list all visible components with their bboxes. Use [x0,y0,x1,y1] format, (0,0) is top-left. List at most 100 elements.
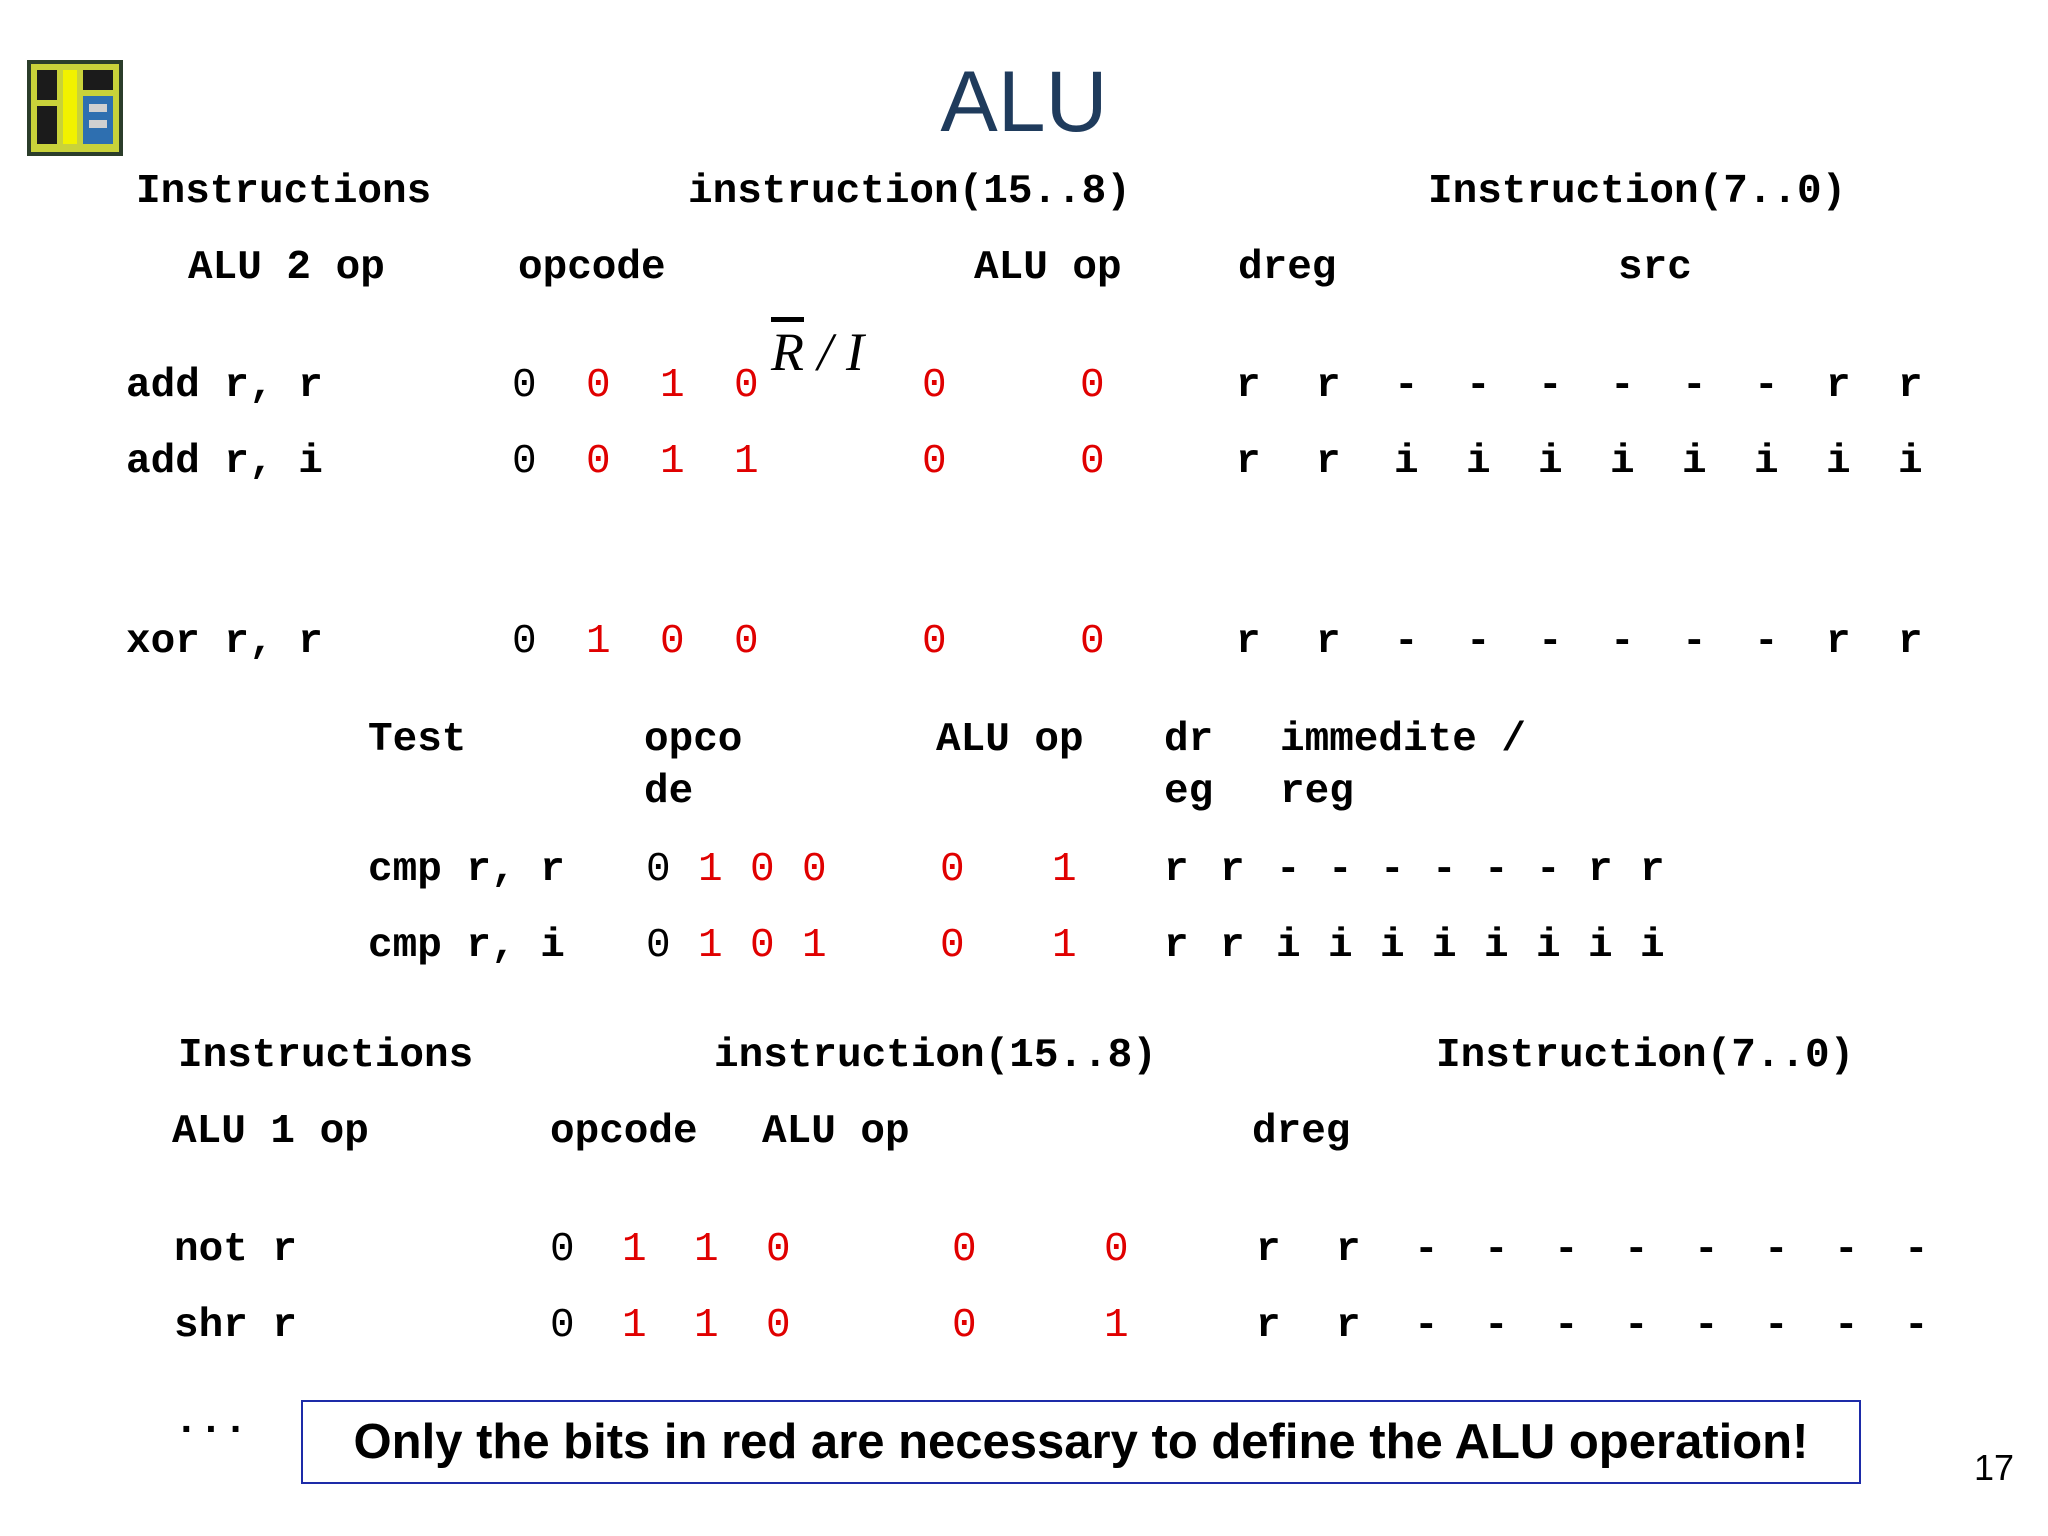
alu2-row-0-bit-4: - [1610,363,1635,409]
test-row-1-bit-14: 1 [698,923,723,969]
alu1-header-high-byte: instruction(15..8) [714,1033,1157,1079]
alu2-row-1-label: add r, i [126,439,323,485]
alu2-row-0-bit-0: r [1898,363,1923,409]
test-row-1-bit-5: i [1380,923,1405,969]
alu2-row-1-bit-10: 0 [1080,439,1105,485]
test-row-0-bit-2: - [1536,847,1561,893]
alu1-row-0-bit-2: - [1764,1227,1789,1273]
test-header-opcode-2: de [644,769,694,815]
test-header-kind: Test [368,717,467,763]
alu1-subheader-dreg: dreg [1252,1109,1351,1155]
alu2-row-2-bit-15: 0 [512,619,537,665]
test-row-0-bit-12: 0 [802,847,827,893]
test-row-1-bit-15: 0 [646,923,671,969]
register-overline-r: R [771,322,804,382]
alu1-subheader-kind: ALU 1 op [172,1109,369,1155]
alu2-row-1-bit-5: i [1538,439,1563,485]
alu1-header-low-byte: Instruction(7..0) [1436,1033,1855,1079]
alu2-row-2-bit-5: - [1538,619,1563,665]
alu2-row-1-bit-0: i [1898,439,1923,485]
alu2-row-0-bit-14: 0 [586,363,611,409]
alu1-subheader-opcode: opcode [550,1109,698,1155]
alu2-row-2-bit-13: 0 [660,619,685,665]
test-row-1-bit-3: i [1484,923,1509,969]
alu1-row-0-label: not r [174,1227,298,1273]
test-row-1-bit-7: i [1276,923,1301,969]
alu1-row-0-bit-8: r [1336,1227,1361,1273]
chip-logo-icon [8,42,124,156]
alu2-row-2-bit-4: - [1610,619,1635,665]
alu2-row-1-bit-14: 0 [586,439,611,485]
alu2-row-2-bit-3: - [1682,619,1707,665]
alu2-row-2-bit-14: 1 [586,619,611,665]
alu1-row-1-label: shr r [174,1303,298,1349]
alu1-row-1-bit-4: - [1624,1303,1649,1349]
alu1-row-0-bit-10: 0 [1104,1227,1129,1273]
alu2-subheader-opcode: opcode [518,245,666,291]
alu2-row-0-bit-1: r [1826,363,1851,409]
test-row-0-bit-0: r [1640,847,1665,893]
alu1-row-1-bit-11: 0 [952,1303,977,1349]
test-row-1-bit-13: 0 [750,923,775,969]
alu1-row-0-bit-11: 0 [952,1227,977,1273]
test-row-0-bit-15: 0 [646,847,671,893]
alu1-row-0-bit-6: - [1484,1227,1509,1273]
test-header-aluop: ALU op [936,717,1084,763]
alu2-header-instructions: Instructions [136,169,432,215]
alu1-row-1-bit-6: - [1484,1303,1509,1349]
alu2-row-1-bit-4: i [1610,439,1635,485]
alu2-row-1-bit-3: i [1682,439,1707,485]
alu1-row-0-bit-9: r [1256,1227,1281,1273]
test-row-0-bit-3: - [1484,847,1509,893]
page-number: 17 [1974,1447,2015,1488]
test-row-1-bit-9: r [1164,923,1189,969]
alu1-row-1-bit-7: - [1414,1303,1439,1349]
alu1-row-0-bit-7: - [1414,1227,1439,1273]
alu1-row-1-bit-14: 1 [622,1303,647,1349]
test-row-1-bit-2: i [1536,923,1561,969]
test-row-0-bit-1: r [1588,847,1613,893]
alu2-row-2-bit-0: r [1898,619,1923,665]
alu2-row-0-label: add r, r [126,363,323,409]
alu1-row-1-bit-13: 1 [694,1303,719,1349]
alu2-row-2-bit-2: - [1754,619,1779,665]
alu2-row-2-bit-10: 0 [1080,619,1105,665]
alu2-row-0-bit-12: 0 [734,363,759,409]
alu2-row-0-bit-10: 0 [1080,363,1105,409]
alu2-row-1-bit-9: r [1236,439,1261,485]
test-row-1-bit-4: i [1432,923,1457,969]
test-row-0-bit-6: - [1328,847,1353,893]
slide-title: ALU [940,54,1108,150]
test-header-imm-2: reg [1280,769,1354,815]
test-row-0-bit-13: 0 [750,847,775,893]
continuation-ellipsis: ... [174,1399,248,1445]
alu2-row-1-bit-8: r [1316,439,1341,485]
test-header-dreg-1: dr [1164,717,1214,763]
alu2-row-2-bit-7: - [1394,619,1419,665]
test-row-0-bit-8: r [1220,847,1245,893]
alu2-row-2-bit-6: - [1466,619,1491,665]
alu2-row-0-bit-11: 0 [922,363,947,409]
test-row-1-bit-0: i [1640,923,1665,969]
alu2-row-0-bit-13: 1 [660,363,685,409]
alu1-row-0-bit-13: 1 [694,1227,719,1273]
alu2-row-2-bit-1: r [1826,619,1851,665]
alu1-row-1-bit-15: 0 [550,1303,575,1349]
test-row-0-bit-5: - [1380,847,1405,893]
alu1-subheader-aluop: ALU op [762,1109,910,1155]
alu1-row-0-bit-0: - [1904,1227,1929,1273]
alu2-subheader-aluop: ALU op [974,245,1122,291]
test-row-0-bit-10: 1 [1052,847,1077,893]
alu2-row-0-bit-7: - [1394,363,1419,409]
test-row-1-bit-10: 1 [1052,923,1077,969]
alu2-header-low-byte: Instruction(7..0) [1428,169,1847,215]
alu1-row-0-bit-4: - [1624,1227,1649,1273]
alu1-row-1-bit-8: r [1336,1303,1361,1349]
test-row-0-bit-14: 1 [698,847,723,893]
alu2-row-0-bit-3: - [1682,363,1707,409]
alu2-row-0-bit-9: r [1236,363,1261,409]
test-row-1-bit-8: r [1220,923,1245,969]
alu2-row-1-bit-15: 0 [512,439,537,485]
alu2-row-1-bit-11: 0 [922,439,947,485]
alu2-row-2-bit-9: r [1236,619,1261,665]
